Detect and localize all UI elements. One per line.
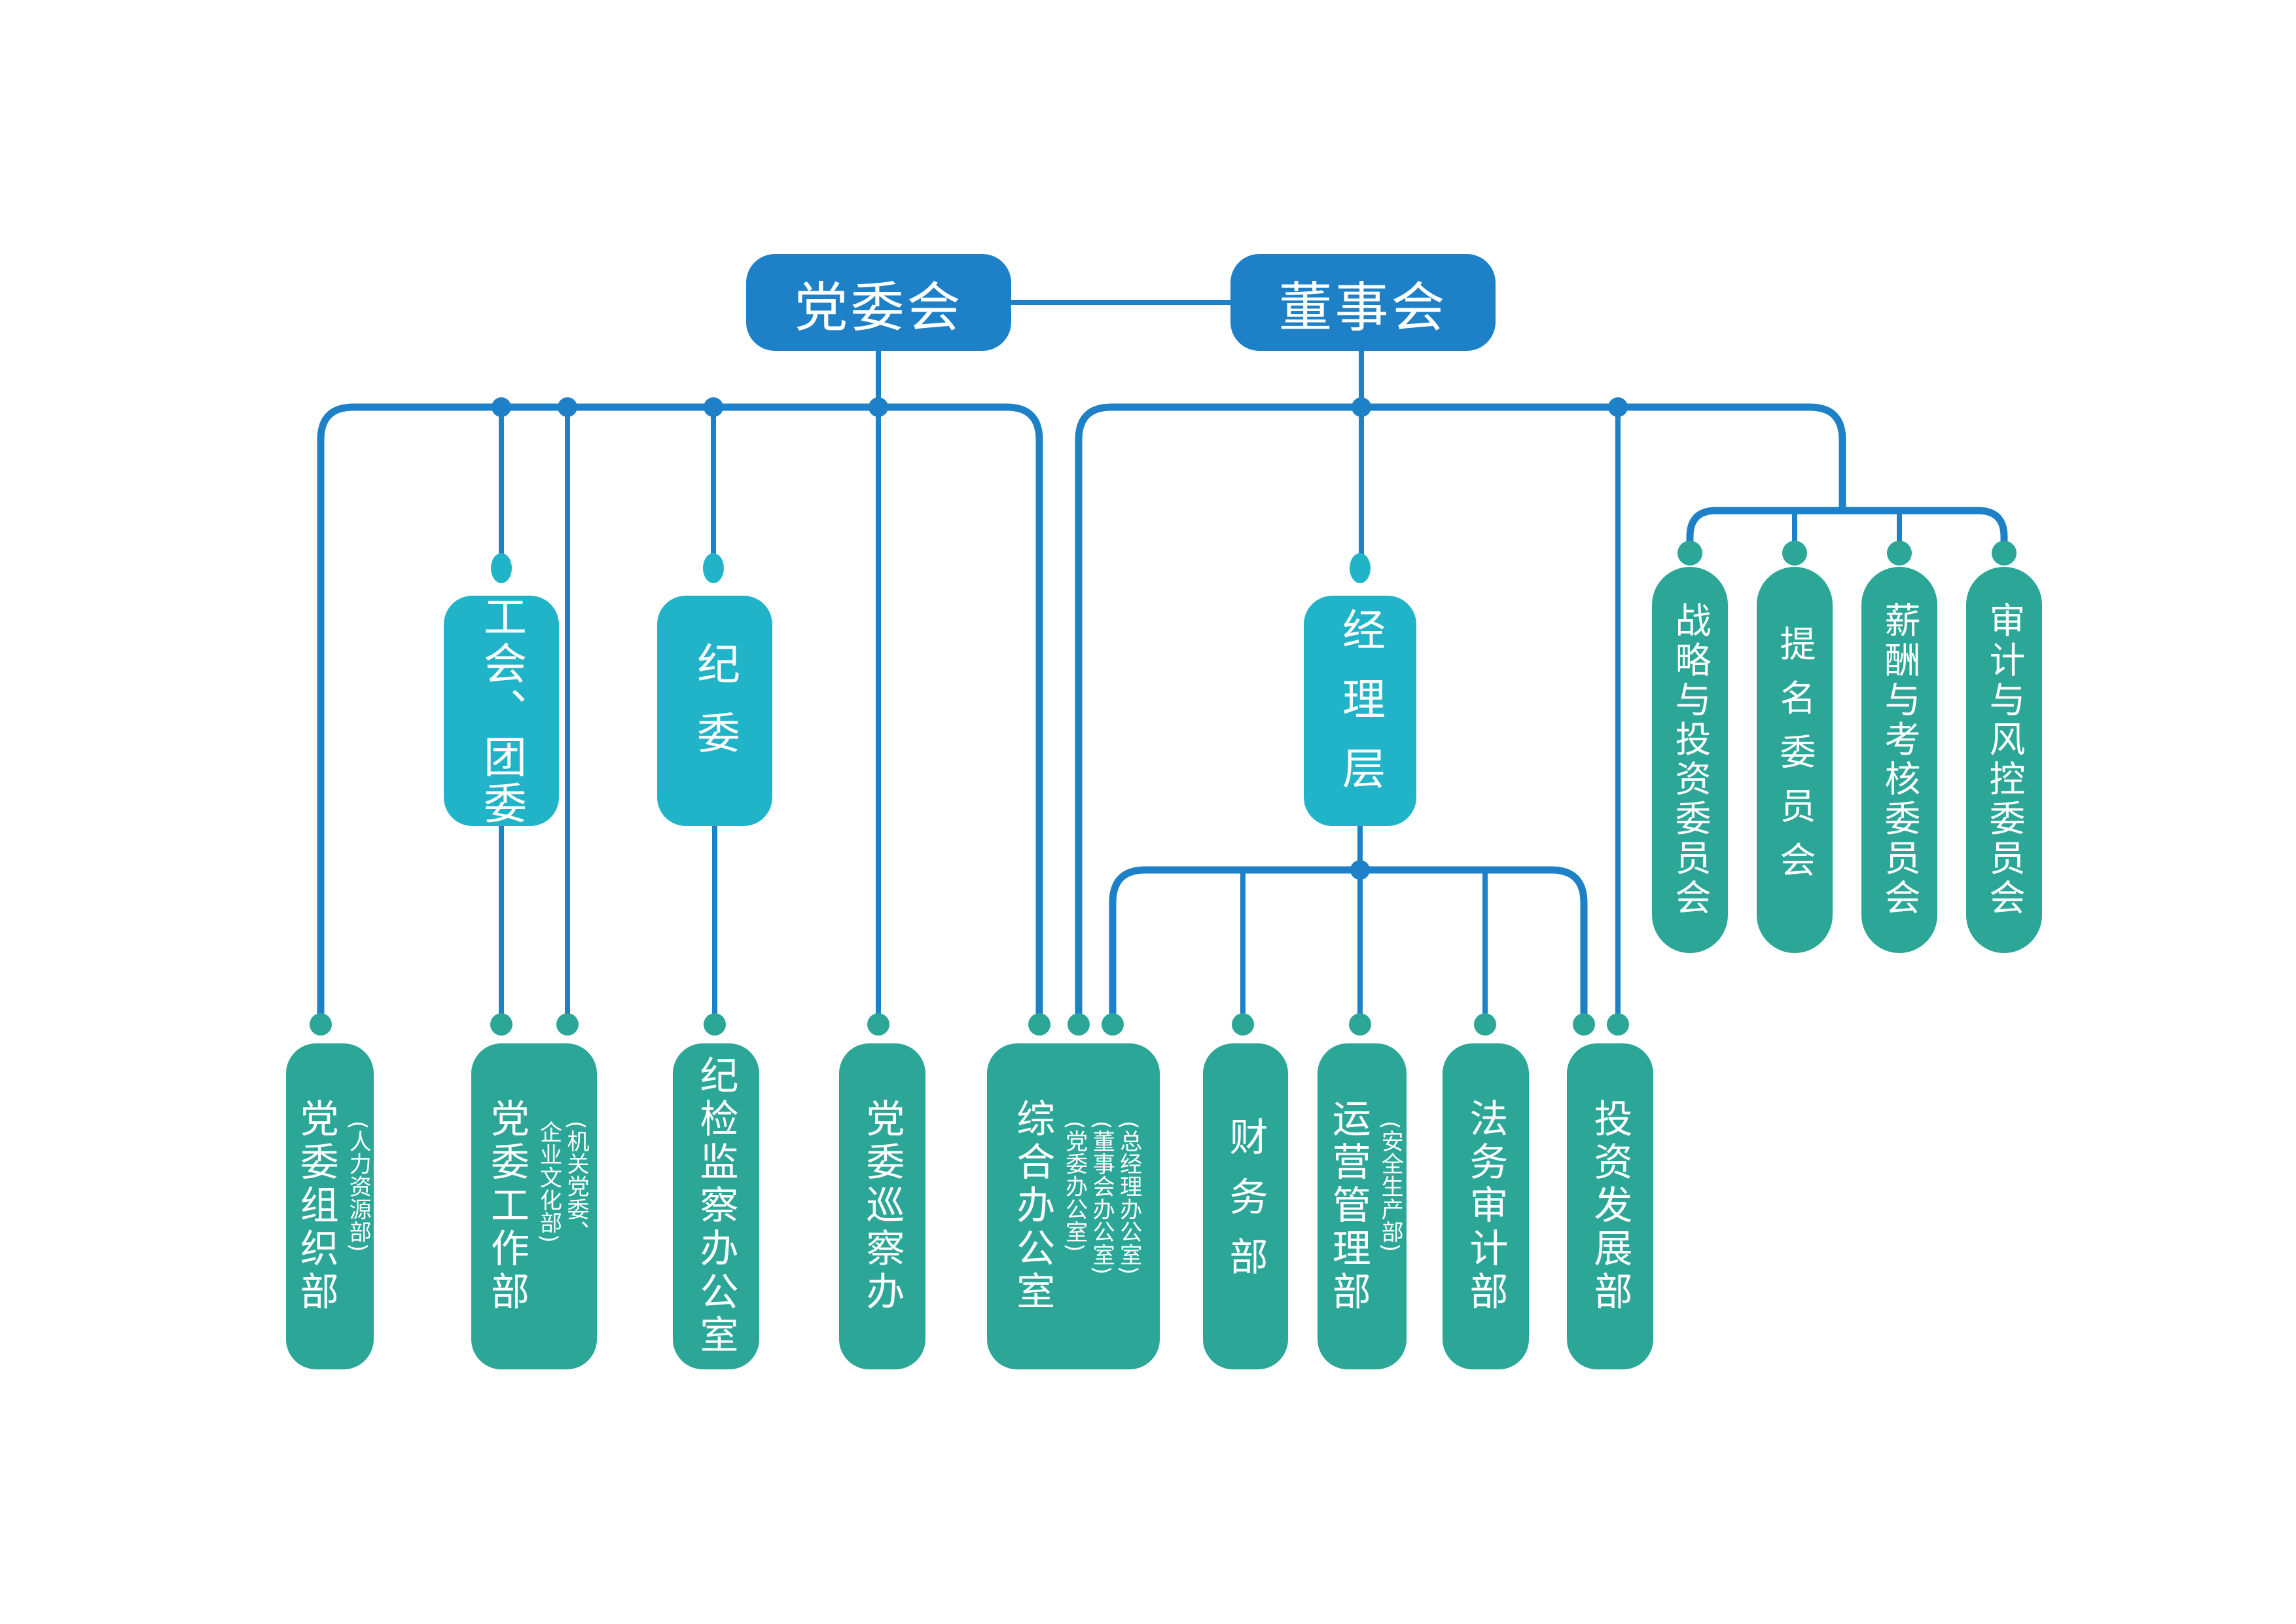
endpoint-tip xyxy=(703,553,724,583)
node-label: 纪委 xyxy=(690,641,740,780)
dept-sub-label: (机关党委、 xyxy=(562,1121,589,1244)
endpoint-dot xyxy=(1232,1013,1254,1036)
endpoint-dot xyxy=(1887,541,1912,566)
committee-endpoint-dots xyxy=(1677,541,2017,566)
endpoint-dot xyxy=(1474,1013,1496,1036)
bus-junction-dots xyxy=(492,397,1628,880)
dept-sub-label: (总经理办公室) xyxy=(1115,1121,1142,1275)
endpoint-dot xyxy=(1677,541,1702,566)
node-general-office: 综合办公室 (总经理办公室) (董事会办公室) (党委办公室) xyxy=(987,1043,1160,1369)
dept-content: 财务部 xyxy=(1203,1043,1288,1369)
endpoint-dot xyxy=(1028,1013,1050,1036)
endpoint-dot xyxy=(867,1013,889,1036)
junction-dot xyxy=(1352,397,1371,417)
endpoint-dot xyxy=(1992,541,2017,566)
junction-dot xyxy=(869,397,888,417)
node-label: 薪酬与考核委员会 xyxy=(1878,602,1920,918)
endpoint-dot xyxy=(1782,541,1807,566)
node-label: 提名委员会 xyxy=(1774,624,1816,895)
node-label: 审计与风控委员会 xyxy=(1983,602,2025,918)
node-label: 党委组织部 xyxy=(293,1098,339,1315)
dept-content: 投资发展部 xyxy=(1567,1043,1653,1369)
node-party-patrol-office: 党委巡察办 xyxy=(839,1043,925,1369)
node-party-committee: 党委会 xyxy=(746,254,1011,351)
node-strategy-investment-committee: 战略与投资委员会 xyxy=(1652,567,1728,953)
node-party-organization-dept: 党委组织部 (人力资源部) xyxy=(286,1043,374,1369)
endpoint-dot xyxy=(1573,1013,1595,1036)
junction-dot xyxy=(1608,397,1628,417)
node-label: 党委工作部 xyxy=(484,1098,530,1315)
node-party-work-dept: 党委工作部 (机关党委、 企业文化部) xyxy=(471,1043,597,1369)
mid-endpoint-tips xyxy=(491,553,1371,583)
node-label: 财务部 xyxy=(1223,1116,1268,1297)
dept-sub-label: (董事会办公室) xyxy=(1088,1121,1115,1275)
bus-management xyxy=(1109,866,1588,1019)
dept-sub-label: (安全生产部) xyxy=(1377,1121,1404,1253)
node-label: 经理层 xyxy=(1335,607,1386,815)
endpoint-dot xyxy=(1349,1013,1371,1036)
dept-sub-labels: (机关党委、 企业文化部) xyxy=(535,1121,589,1243)
junction-dot xyxy=(558,397,577,417)
endpoint-dot xyxy=(704,1013,726,1036)
node-label: 党委会 xyxy=(794,276,963,339)
node-label: 运营管理部 xyxy=(1325,1098,1371,1315)
node-audit-risk-committee: 审计与风控委员会 xyxy=(1966,567,2042,953)
dept-sub-label: 企业文化部) xyxy=(535,1121,562,1244)
junction-dot xyxy=(704,397,723,417)
node-management: 经理层 xyxy=(1304,596,1416,826)
dept-content: 运营管理部 (安全生产部) xyxy=(1318,1043,1407,1369)
node-label: 综合办公室 xyxy=(1010,1098,1056,1315)
endpoint-tip xyxy=(491,553,512,583)
node-nomination-committee: 提名委员会 xyxy=(1757,567,1833,953)
junction-dot xyxy=(1350,860,1370,880)
bus-committees xyxy=(1686,507,2008,554)
node-label: 纪检监察办公室 xyxy=(693,1055,739,1358)
node-operations-management-dept: 运营管理部 (安全生产部) xyxy=(1318,1043,1407,1369)
node-discipline-inspection-office: 纪检监察办公室 xyxy=(673,1043,759,1369)
node-label: 法务审计部 xyxy=(1463,1098,1509,1315)
dept-content: 法务审计部 xyxy=(1443,1043,1529,1369)
department-endpoint-dots xyxy=(310,1013,1629,1036)
dept-content: 党委组织部 (人力资源部) xyxy=(286,1043,374,1369)
junction-dot xyxy=(492,397,511,417)
node-label: 战略与投资委员会 xyxy=(1669,602,1711,918)
dept-sub-label: (人力资源部) xyxy=(345,1121,372,1253)
dept-content: 党委巡察办 xyxy=(839,1043,925,1369)
endpoint-dot xyxy=(490,1013,512,1036)
node-investment-development-dept: 投资发展部 xyxy=(1567,1043,1653,1369)
dept-sub-labels: (安全生产部) xyxy=(1376,1121,1403,1252)
endpoint-dot xyxy=(1607,1013,1629,1036)
endpoint-dot xyxy=(310,1013,332,1036)
endpoint-dot xyxy=(1102,1013,1124,1036)
dept-content: 纪检监察办公室 xyxy=(673,1043,759,1369)
bus-board xyxy=(1075,403,1846,1019)
node-board: 董事会 xyxy=(1230,254,1496,351)
node-legal-audit-dept: 法务审计部 xyxy=(1443,1043,1529,1369)
node-discipline-committee: 纪委 xyxy=(657,596,772,826)
dept-sub-labels: (人力资源部) xyxy=(344,1121,371,1252)
node-union-youth: 工会、团委 xyxy=(444,594,559,828)
dept-sub-label: (党委办公室) xyxy=(1061,1121,1088,1253)
endpoint-dot xyxy=(556,1013,579,1036)
dept-sub-labels: (总经理办公室) (董事会办公室) (党委办公室) xyxy=(1060,1121,1142,1275)
dept-content: 党委工作部 (机关党委、 企业文化部) xyxy=(471,1043,597,1369)
node-label: 投资发展部 xyxy=(1587,1098,1633,1315)
node-label: 董事会 xyxy=(1278,276,1448,339)
endpoint-tip xyxy=(1350,553,1371,583)
bus-party xyxy=(317,403,1043,1019)
node-label: 工会、团委 xyxy=(476,594,527,828)
node-label: 党委巡察办 xyxy=(859,1098,905,1315)
node-finance-dept: 财务部 xyxy=(1203,1043,1288,1369)
dept-content: 综合办公室 (总经理办公室) (董事会办公室) (党委办公室) xyxy=(987,1043,1160,1369)
endpoint-dot xyxy=(1067,1013,1090,1036)
node-compensation-assessment-committee: 薪酬与考核委员会 xyxy=(1861,567,1937,953)
